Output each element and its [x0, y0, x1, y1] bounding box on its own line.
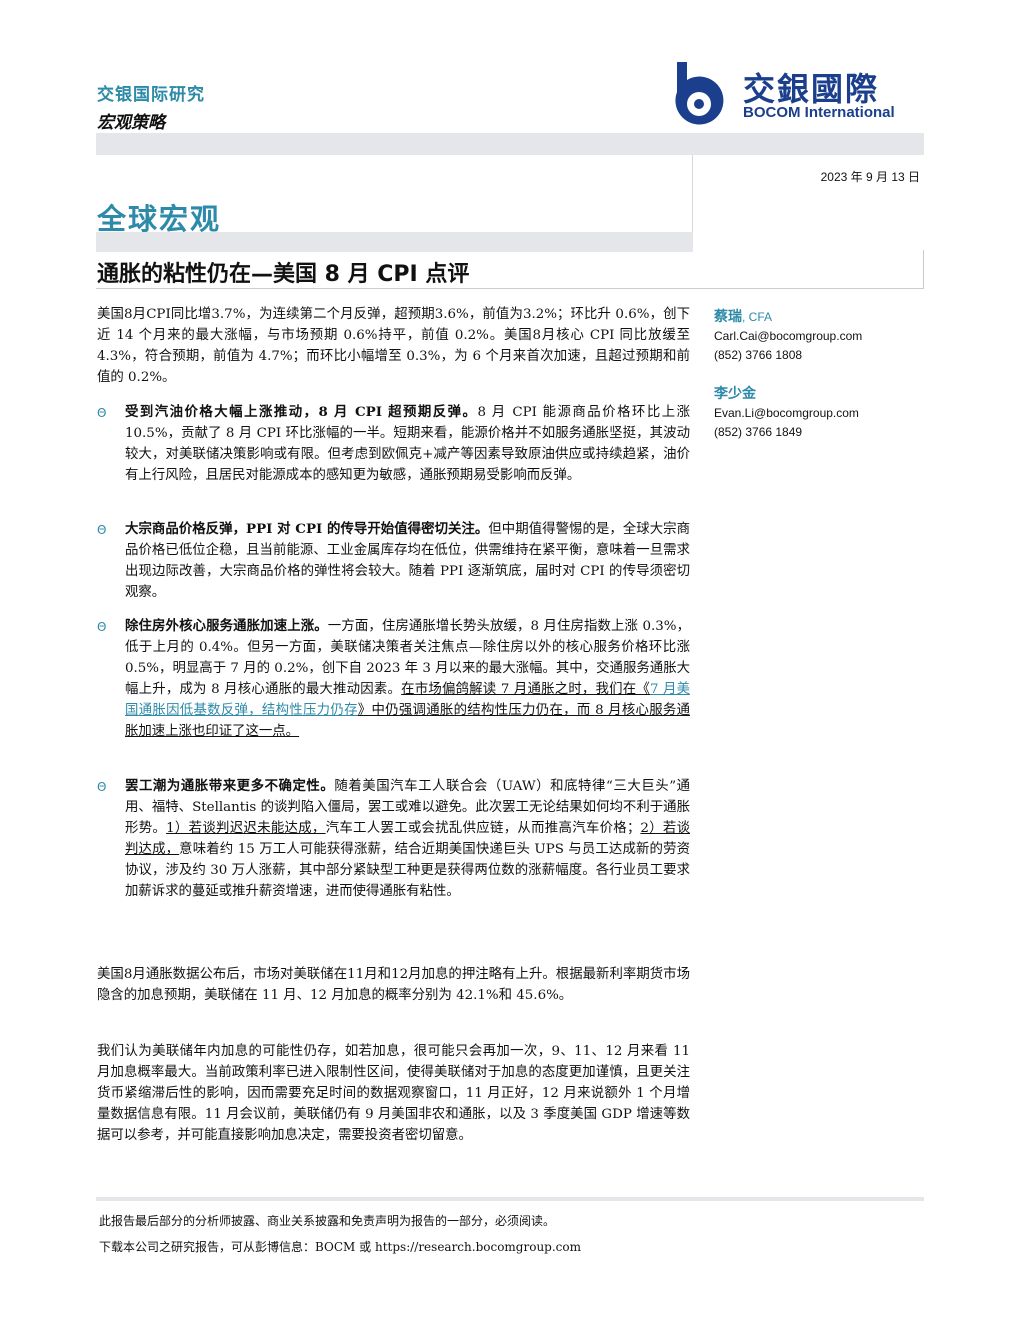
- bullet-item: Θ 大宗商品价格反弹，PPI 对 CPI 的传导开始值得密切关注。但中期值得警惕…: [97, 519, 690, 603]
- report-category: 宏观策略: [97, 113, 165, 133]
- header-divider: [692, 155, 693, 235]
- analyst-phone: (852) 3766 1808: [714, 348, 803, 362]
- header-band: [96, 133, 924, 155]
- analyst-phone: (852) 3766 1849: [714, 425, 803, 439]
- bocom-logo-icon: [675, 62, 724, 125]
- analyst-email[interactable]: Carl.Cai@bocomgroup.com: [714, 329, 863, 343]
- bullet-item: Θ 受到汽油价格大幅上涨推动，8 月 CPI 超预期反弹。8 月 CPI 能源商…: [97, 402, 690, 486]
- underlined-text: 1）若谈判迟迟未能达成，: [166, 821, 326, 836]
- analyst-card: 李少金 Evan.Li@bocomgroup.com (852) 3766 18…: [714, 385, 924, 442]
- bullet-head: 大宗商品价格反弹，PPI 对 CPI 的传导开始值得密切关注。: [125, 521, 489, 537]
- bullet-mark-icon: Θ: [97, 620, 107, 634]
- bocom-logo: 交銀國際 BOCOM International: [665, 58, 925, 128]
- underlined-text: 》中仍强调通胀的结构性压力仍在，而 8 月核心服务通胀加速上涨也印证了这一点。: [125, 703, 691, 739]
- summary-paragraph: 美国8月CPI同比增3.7%，为连续第二个月反弹，超预期3.6%，前值为3.2%…: [97, 307, 690, 385]
- bullet-text: 受到汽油价格大幅上涨推动，8 月 CPI 超预期反弹。8 月 CPI 能源商品价…: [125, 402, 690, 486]
- title-vertical-rule: [923, 250, 924, 289]
- bullet-mark-icon: Θ: [97, 523, 107, 537]
- logo-english: BOCOM International: [743, 104, 895, 121]
- footer-rule: [96, 1197, 924, 1201]
- report-link[interactable]: 7 月美国通胀因低基数反弹，结构性压力仍存: [125, 682, 691, 718]
- analyst-name: 蔡瑞: [714, 309, 742, 325]
- underlined-text: 2）若谈判达成，: [125, 821, 691, 857]
- bullet-body: 意味着约 15 万工人可能获得涨薪，结合近期美国快递巨头 UPS 与员工达成新的…: [125, 842, 691, 899]
- footer-disclaimer: 此报告最后部分的分析师披露、商业关系披露和免责声明为报告的一部分，必须阅读。: [99, 1214, 556, 1228]
- section-title: 全球宏观: [97, 202, 222, 236]
- bullet-text: 除住房外核心服务通胀加速上涨。一方面，住房通胀增长势头放缓，8 月住房指数上涨 …: [125, 616, 690, 742]
- bullet-body: 8 月 CPI 能源商品价格环比上涨 10.5%，贡献了 8 月 CPI 环比涨…: [125, 405, 690, 483]
- brand-name: 交银国际研究: [97, 85, 205, 105]
- paragraph: 美国8月通胀数据公布后，市场对美联储在11月和12月加息的押注略有上升。根据最新…: [97, 967, 690, 1003]
- analyst-name: 李少金: [714, 386, 756, 402]
- analyst-email[interactable]: Evan.Li@bocomgroup.com: [714, 406, 859, 420]
- bullet-head: 除住房外核心服务通胀加速上涨。: [125, 618, 328, 634]
- bullet-body: 汽车工人罢工或会扰乱供应链，从而推高汽车价格；: [325, 821, 641, 836]
- bullet-text: 大宗商品价格反弹，PPI 对 CPI 的传导开始值得密切关注。但中期值得警惕的是…: [125, 519, 690, 603]
- bullet-head: 受到汽油价格大幅上涨推动，8 月 CPI 超预期反弹。: [125, 404, 478, 420]
- bullet-mark-icon: Θ: [97, 780, 107, 794]
- analyst-card: 蔡瑞, CFA Carl.Cai@bocomgroup.com (852) 37…: [714, 308, 924, 365]
- title-rule: [96, 288, 924, 289]
- analyst-credential: , CFA: [742, 310, 773, 324]
- bullet-head: 罢工潮为通胀带来更多不确定性。: [125, 778, 335, 794]
- report-title: 通胀的粘性仍在—美国 8 月 CPI 点评: [97, 262, 470, 287]
- footer-download: 下载本公司之研究报告，可从彭博信息：BOCM 或 https://researc…: [99, 1240, 581, 1254]
- bullet-body: 一方面，住房通胀增长势头放缓，8 月住房指数上涨 0.3%，低于上月的 0.4%…: [125, 619, 690, 697]
- bullet-text: 罢工潮为通胀带来更多不确定性。随着美国汽车工人联合会（UAW）和底特律“三大巨头…: [125, 776, 690, 902]
- paragraph: 我们认为美联储年内加息的可能性仍存，如若加息，很可能只会再加一次，9、11、12…: [97, 1044, 690, 1143]
- bullet-body: 随着美国汽车工人联合会（UAW）和底特律“三大巨头”通用、福特、Stellant…: [125, 779, 690, 836]
- underlined-text: 在市场偏鸽解读 7 月通胀之时，我们在《: [401, 682, 650, 697]
- bullet-mark-icon: Θ: [97, 406, 107, 420]
- bullet-item: Θ 罢工潮为通胀带来更多不确定性。随着美国汽车工人联合会（UAW）和底特律“三大…: [97, 776, 690, 902]
- logo-chinese: 交銀國際: [743, 70, 880, 108]
- bullet-item: Θ 除住房外核心服务通胀加速上涨。一方面，住房通胀增长势头放缓，8 月住房指数上…: [97, 616, 690, 742]
- report-date: 2023 年 9 月 13 日: [820, 170, 920, 184]
- title-band: [96, 232, 693, 252]
- bullet-body: 但中期值得警惕的是，全球大宗商品价格已低位企稳，且当前能源、工业金属库存均在低位…: [125, 522, 690, 600]
